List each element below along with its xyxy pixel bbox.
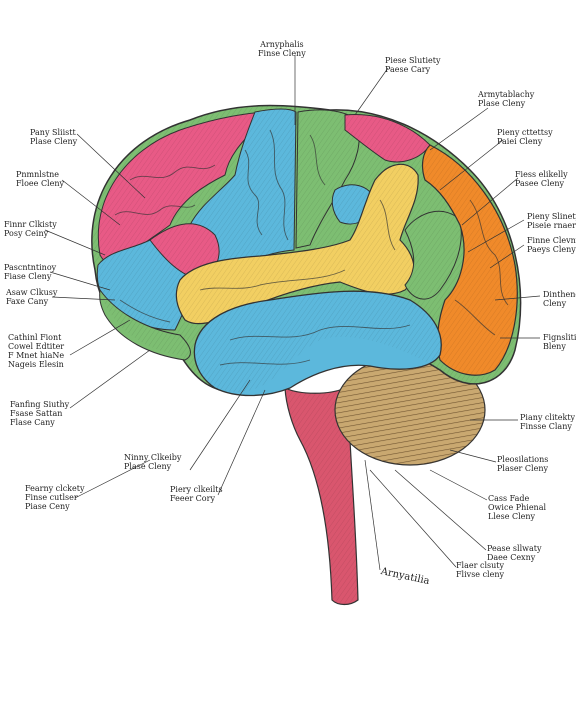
- label-pany-sliistt: Pany Sliistt Plase Cleny: [30, 128, 78, 146]
- label-pieny-slinety: Pieny Slinety Piseie rnaer: [527, 212, 576, 230]
- label-fearny-clckety: Fearny clckety Finse cutlser Piase Ceny: [25, 484, 85, 511]
- brain-texture: [91, 105, 521, 393]
- label-ninny-clkeiby: Ninny Clkeiby Plase Cleny: [124, 453, 182, 471]
- leader-lines: [44, 55, 541, 571]
- label-cathinl-fiont: Cathinl Fiont Cowel Edtiter F Mnet hiaNe…: [8, 333, 65, 369]
- label-fiess-elikelly: Fiess elikelly Pasee Cleny: [515, 170, 568, 188]
- label-asaw-clkusy: Asaw Clkusy Faxe Cany: [6, 288, 58, 306]
- label-flaer-clsuty: Flaer clsuty Flivse cleny: [456, 561, 505, 579]
- label-pnmnlstne: Pnmnlstne Floee Cleny: [16, 170, 65, 188]
- brain-stem-hatch: [285, 388, 358, 605]
- label-armytablachy: Armytablachy Plase Cleny: [478, 90, 535, 108]
- label-pease-sllwaty: Pease sllwaty Daee Cexny: [487, 544, 542, 562]
- label-pleosilations: Pleosilations Plaser Cleny: [497, 455, 549, 473]
- label-dinthend: Dinthend Cleny: [543, 290, 576, 308]
- label-pieny-cttettsy: Pieny cttettsy Paiei Cleny: [497, 128, 553, 146]
- label-finne-clevny: Finne Clevny Paeys Cleny: [527, 236, 576, 254]
- label-piese-slutiety: Piese Slutiety Paese Cary: [385, 56, 441, 74]
- label-fignslities: Fignslities Bleny: [543, 333, 576, 351]
- label-cass-fade: Cass Fade Owice Phienal Llese Cleny: [488, 494, 547, 521]
- label-pascntntinoy: Pascntntinoy Fiase Cleny: [4, 263, 57, 281]
- label-arnyphalis: Arnyphalis Finse Cleny: [258, 40, 306, 58]
- cerebellum-folds: [335, 355, 485, 465]
- label-piery-clkeilts: Piery clkeilts Feeer Cory: [170, 485, 223, 503]
- label-fanfing-siuthy: Fanfing Siuthy Fsase Sattan Flase Cany: [10, 400, 70, 427]
- label-finnr-clkisty: Finnr Clkisty Posy Ceiny: [4, 220, 57, 238]
- gyri-lines: [114, 129, 509, 366]
- label-piany-clitekty: Piany clitekty Finsse Clany: [520, 413, 576, 431]
